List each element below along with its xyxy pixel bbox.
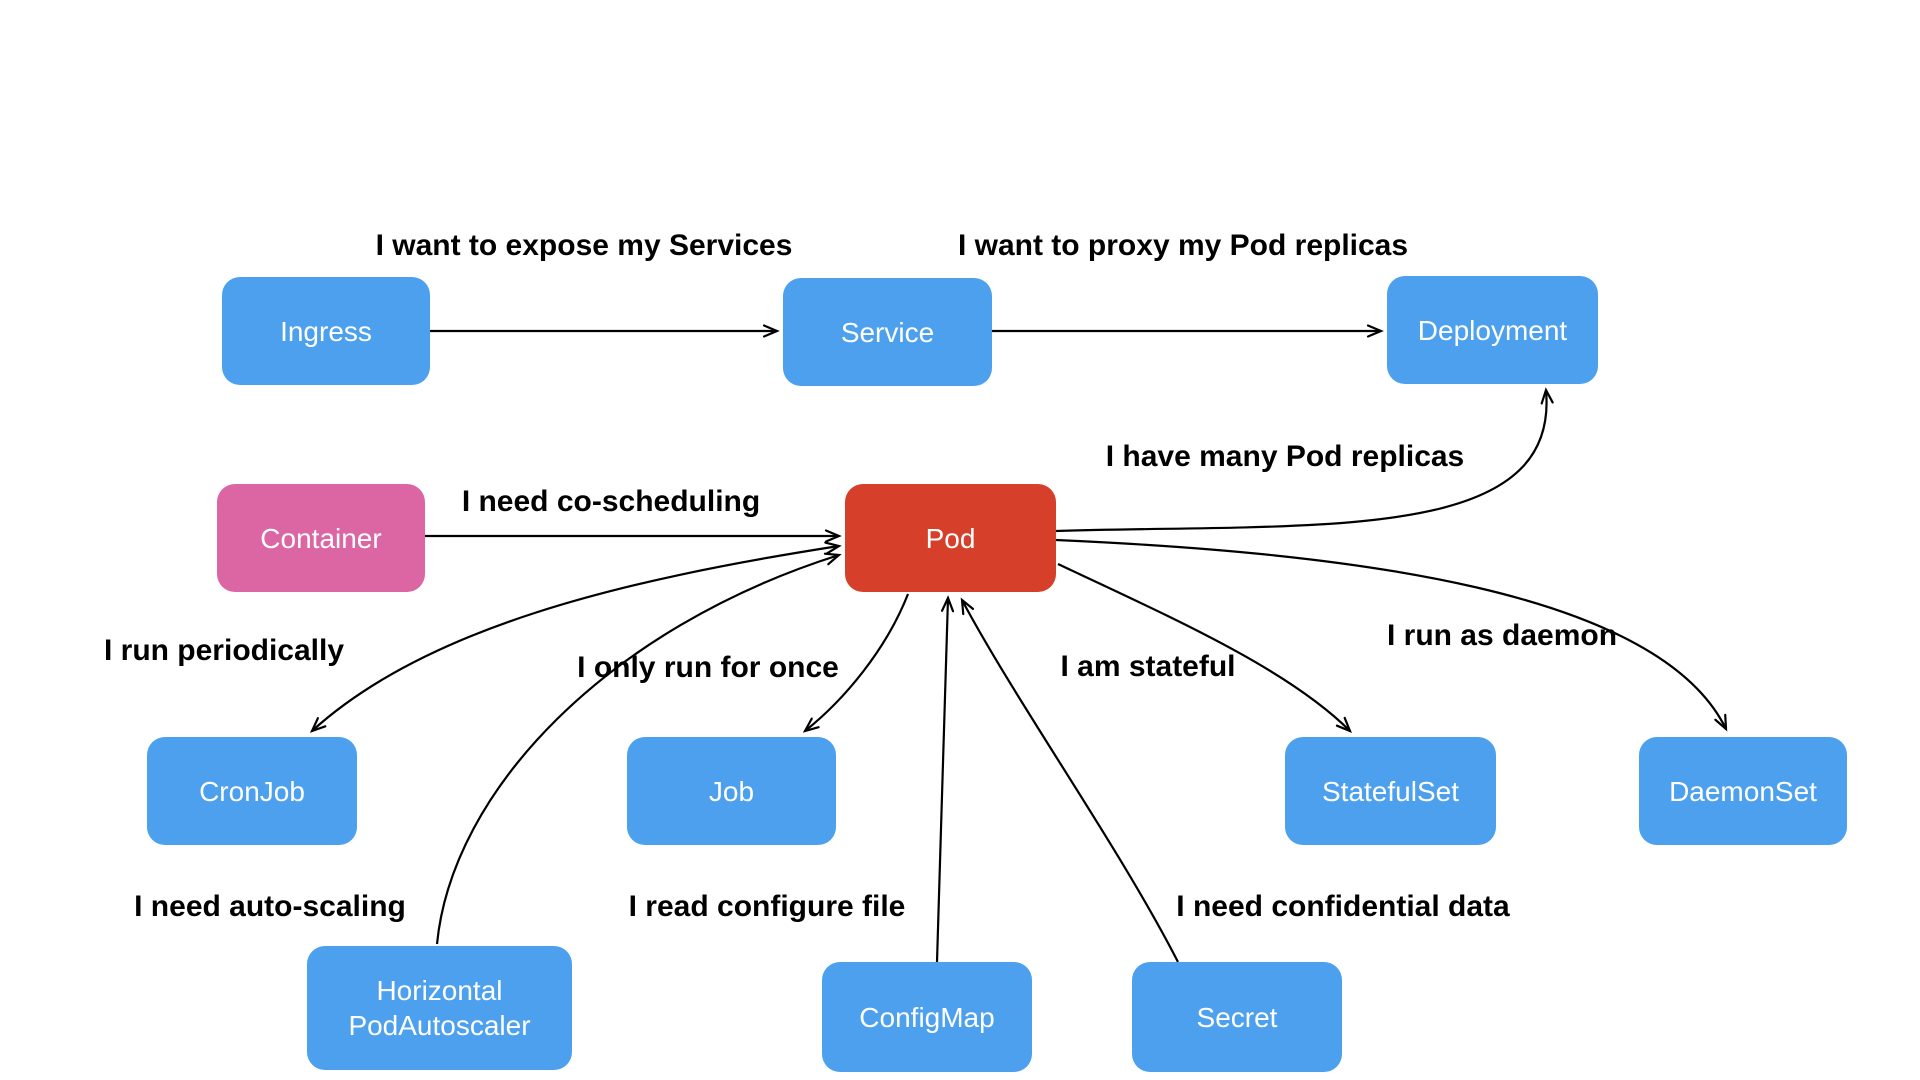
- node-secret: Secret: [1132, 962, 1342, 1072]
- edge-label-expose-services: I want to expose my Services: [375, 229, 793, 262]
- edge-pod-daemonset: [1055, 538, 1728, 732]
- edge-configmap-pod: [935, 595, 955, 963]
- edge-label-co-scheduling: I need co-scheduling: [461, 485, 761, 518]
- node-cronjob: CronJob: [147, 737, 357, 845]
- edge-label-run-periodically: I run periodically: [103, 634, 345, 667]
- edge-pod-cronjob: [309, 541, 842, 733]
- node-configmap: ConfigMap: [822, 962, 1032, 1072]
- edge-hpa-pod: [435, 552, 842, 945]
- edge-label-stateful: I am stateful: [1060, 650, 1236, 683]
- node-container: Container: [217, 484, 425, 592]
- node-statefulset: StatefulSet: [1285, 737, 1496, 845]
- edge-pod-job: [802, 593, 910, 733]
- edge-secret-pod: [960, 597, 1179, 963]
- node-pod: Pod: [845, 484, 1056, 592]
- node-daemonset: DaemonSet: [1639, 737, 1847, 845]
- node-service: Service: [783, 278, 992, 386]
- edge-label-run-for-once: I only run for once: [577, 651, 839, 684]
- edge-label-read-configure-file: I read configure file: [628, 890, 906, 923]
- edge-pod-statefulset: [1057, 563, 1352, 733]
- edge-pod-deployment: [1055, 387, 1554, 533]
- node-ingress: Ingress: [222, 277, 430, 385]
- edge-label-run-as-daemon: I run as daemon: [1386, 619, 1618, 652]
- edge-label-auto-scaling: I need auto-scaling: [134, 890, 406, 923]
- edge-label-many-pod-replicas: I have many Pod replicas: [1105, 440, 1465, 473]
- node-deployment: Deployment: [1387, 276, 1598, 384]
- node-horizontal-podautoscaler: Horizontal PodAutoscaler: [307, 946, 572, 1070]
- node-job: Job: [627, 737, 836, 845]
- edge-label-confidential-data: I need confidential data: [1176, 890, 1510, 923]
- edge-label-proxy-pod-replicas: I want to proxy my Pod replicas: [957, 229, 1409, 262]
